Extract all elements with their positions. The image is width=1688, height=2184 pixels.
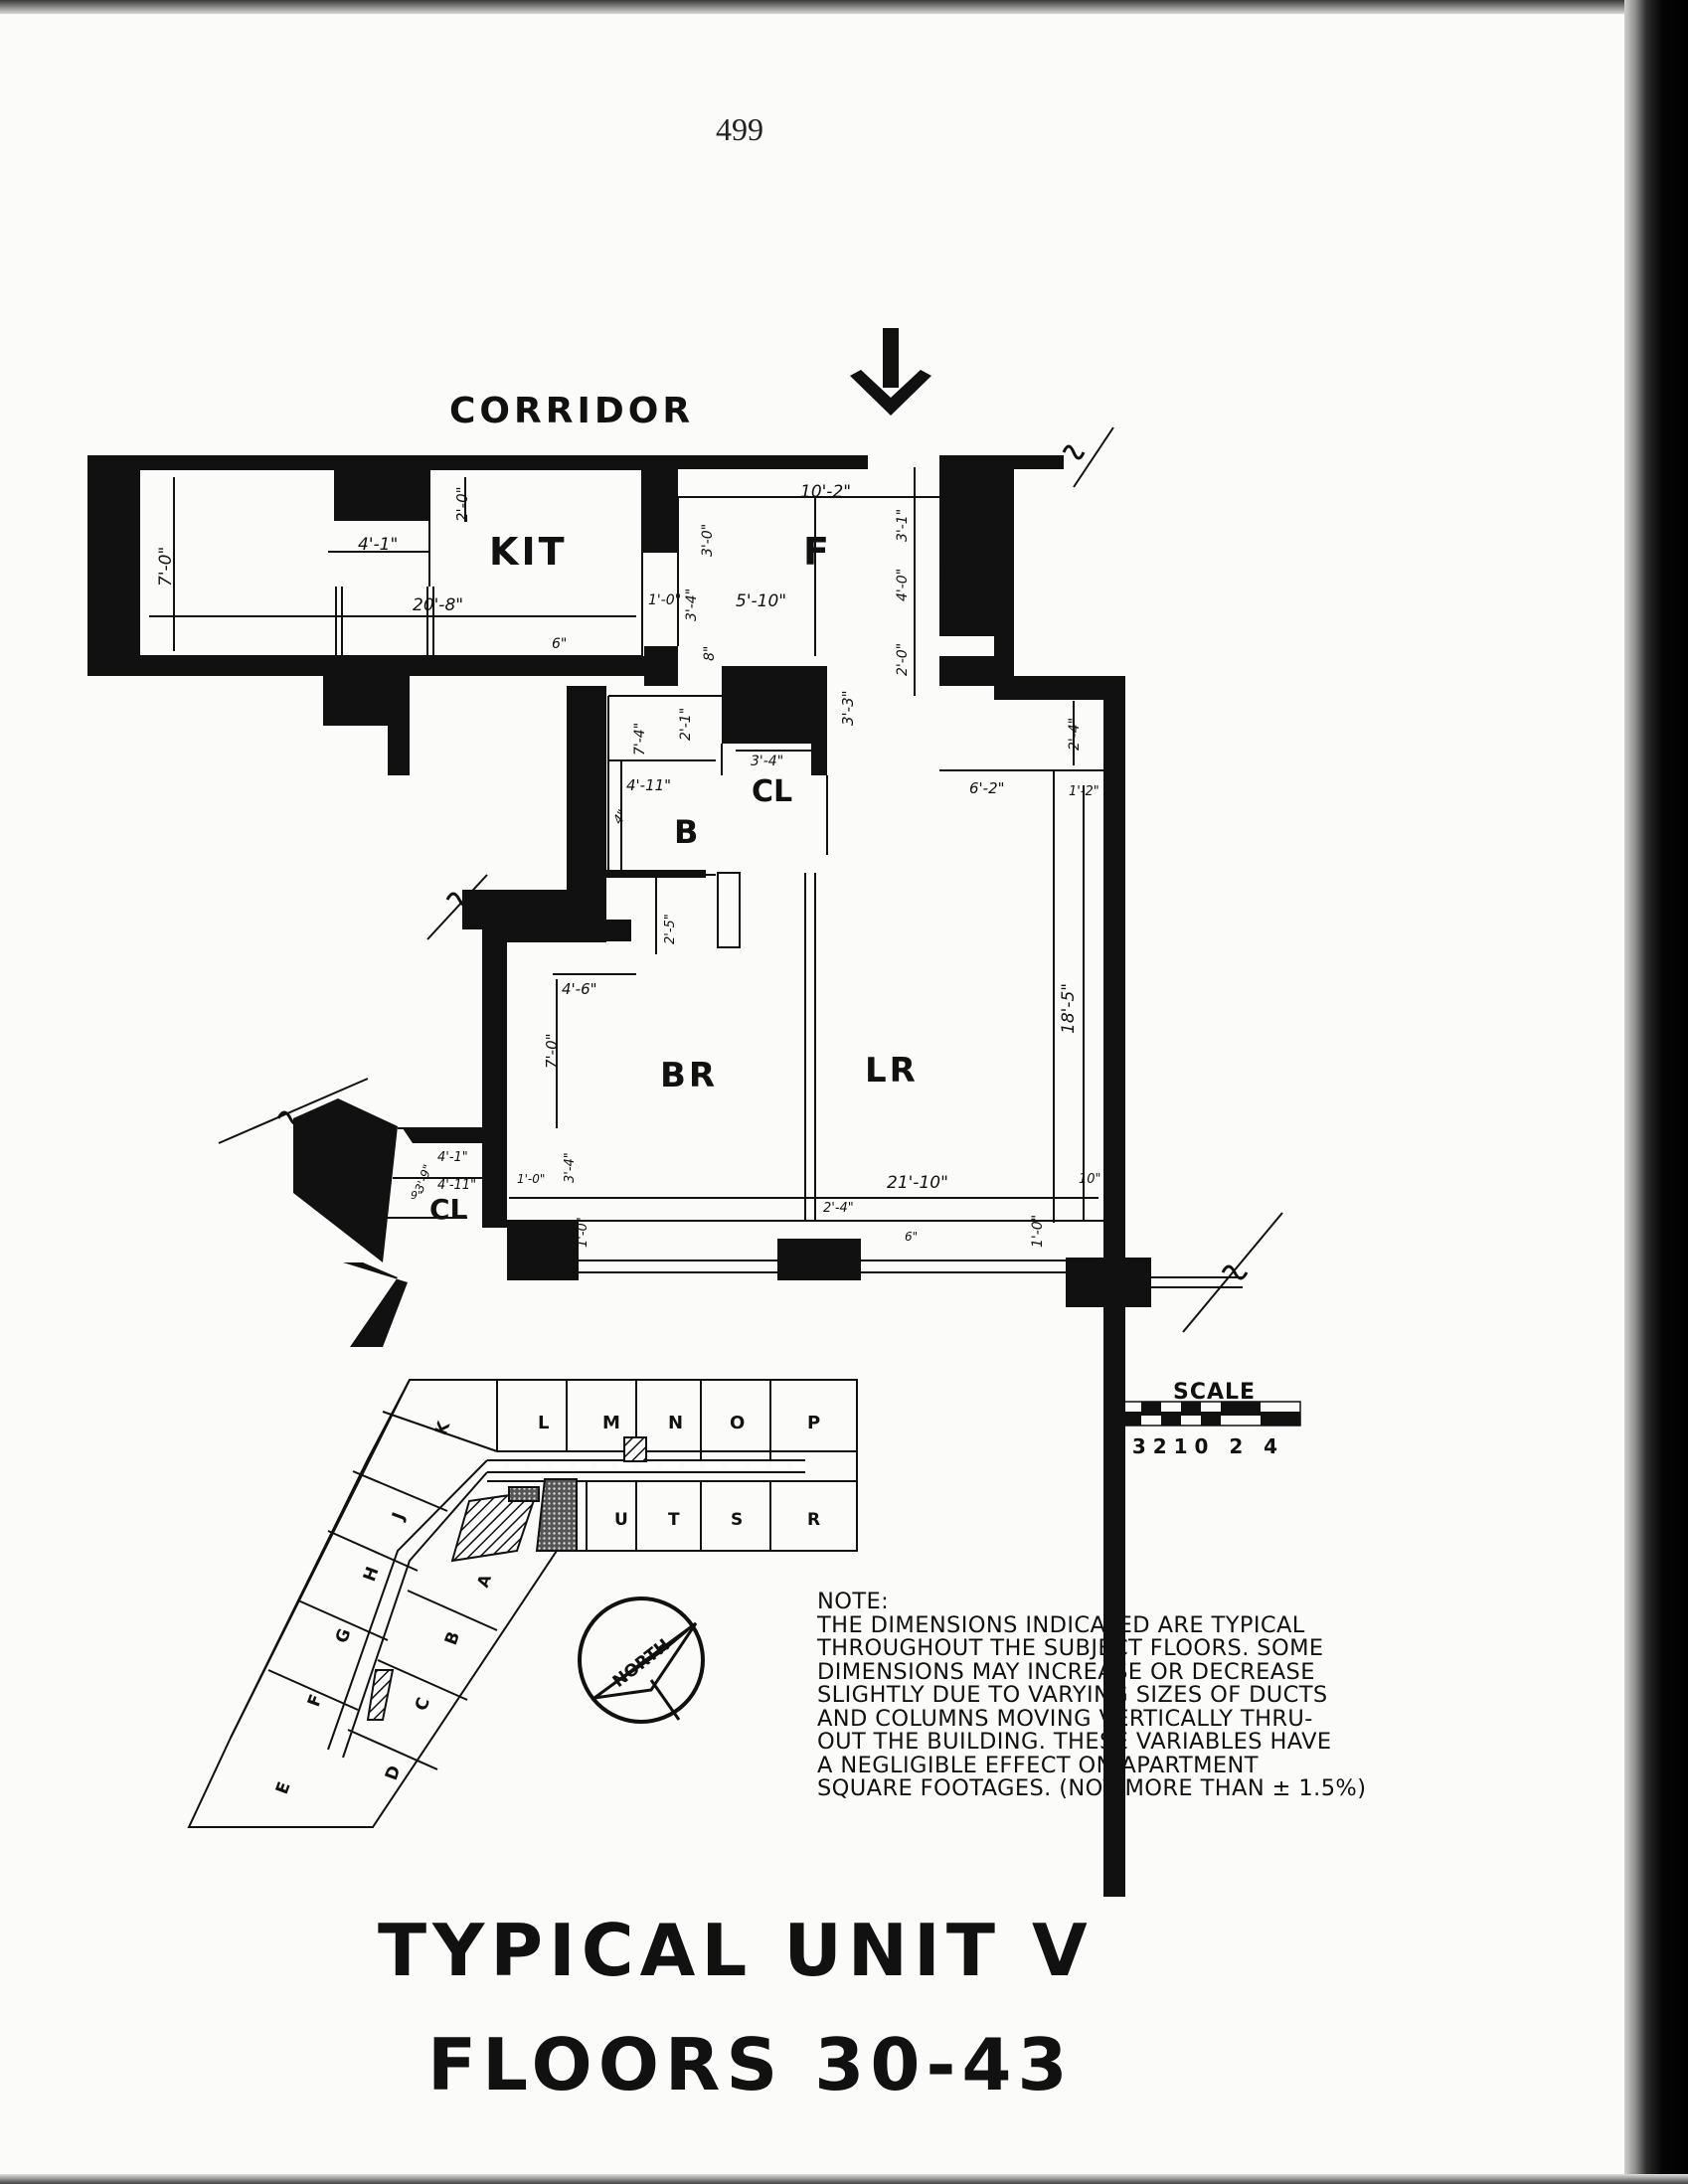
dim-bath-c: 4'-11" bbox=[626, 776, 671, 794]
note-line: A NEGLIGIBLE EFFECT ON APARTMENT bbox=[817, 1752, 1259, 1778]
note-line: OUT THE BUILDING. THESE VARIABLES HAVE bbox=[817, 1729, 1332, 1755]
dim-bath-a: 7'-4" bbox=[632, 723, 648, 756]
dim-lr-b: 6'-2" bbox=[969, 779, 1005, 797]
key-plan bbox=[187, 1379, 858, 1828]
room-label-kitchen: KIT bbox=[489, 530, 568, 574]
corridor-label: CORRIDOR bbox=[449, 391, 694, 431]
dim-foyer-e: 8" bbox=[702, 646, 718, 661]
note-line: AND COLUMNS MOVING VERTICALLY THRU- bbox=[817, 1705, 1313, 1732]
note-line: THE DIMENSIONS INDICATED ARE TYPICAL bbox=[817, 1611, 1305, 1638]
entry-arrow-icon bbox=[850, 328, 931, 416]
dim-br-b: 4'-6" bbox=[562, 980, 597, 998]
room-label-closet-foyer: CL bbox=[942, 554, 983, 588]
dim-lr-depth: 18'-5" bbox=[1059, 983, 1079, 1034]
unit-label-c: C bbox=[412, 1695, 434, 1714]
room-label-bath: B bbox=[674, 813, 698, 851]
scale-label: SCALE bbox=[1173, 1380, 1256, 1405]
dim-closet-b: 4'-0" bbox=[895, 569, 911, 601]
unit-label-u: U bbox=[614, 1510, 628, 1530]
dim-kit-counter: 4'-1" bbox=[358, 535, 398, 555]
note-line: THROUGHOUT THE SUBJECT FLOORS. SOME bbox=[817, 1635, 1324, 1661]
dim-br-a: 2'-5" bbox=[663, 914, 678, 944]
dim-foyer-f: 3'-3" bbox=[839, 690, 857, 726]
scan-bottom-edge bbox=[0, 2174, 1688, 2184]
note-line: SLIGHTLY DUE TO VARYING SIZES OF DUCTS bbox=[817, 1682, 1328, 1708]
dim-foyer-d: 5'-10" bbox=[736, 591, 786, 611]
dim-kit-wall-gap: 6" bbox=[552, 636, 567, 652]
north-compass-icon: NORTH bbox=[578, 1596, 705, 1724]
dim-closet-a: 3'-1" bbox=[895, 509, 911, 542]
dim-cl3-b: 4'-1" bbox=[437, 1150, 468, 1165]
page-number: 499 bbox=[716, 111, 763, 147]
dim-closet-d: 2'-0" bbox=[895, 643, 911, 676]
dim-bath-d: 4" bbox=[610, 807, 630, 827]
dim-foyer-c: 1'-0" bbox=[648, 592, 681, 608]
dim-cl3-c: 4'-11" bbox=[437, 1178, 476, 1193]
dim-bath-b: 2'-1" bbox=[678, 708, 694, 741]
dim-column-a: 2'-4" bbox=[823, 1201, 854, 1216]
scan-right-edge bbox=[1624, 0, 1688, 2184]
dim-lr-f: 1'-0" bbox=[1030, 1215, 1046, 1248]
unit-label-d: D bbox=[382, 1764, 406, 1783]
dim-column-b: 6" bbox=[905, 1230, 918, 1244]
unit-label-o: O bbox=[730, 1413, 745, 1433]
unit-label-a: A bbox=[473, 1572, 495, 1591]
kitchen-fixtures bbox=[335, 587, 434, 656]
key-plan-unit-labels: L M N O P U T S R K J H G F E A B C D bbox=[272, 1413, 820, 1797]
drawing-title: TYPICAL UNIT V bbox=[378, 1909, 1094, 1992]
room-outlines bbox=[138, 426, 1283, 1333]
drawing-subtitle: FLOORS 30-43 bbox=[427, 2023, 1074, 2106]
unit-label-p: P bbox=[807, 1413, 820, 1433]
dim-closet-c: 2'-2" bbox=[949, 594, 982, 610]
unit-label-b: B bbox=[441, 1629, 464, 1648]
dim-br-d: 3'-4" bbox=[563, 1152, 578, 1183]
unit-label-n: N bbox=[668, 1413, 683, 1433]
dim-kit-upper: 2'-0" bbox=[453, 486, 471, 522]
north-label: NORTH bbox=[609, 1635, 674, 1692]
room-label-living-room: LR bbox=[865, 1051, 919, 1091]
unit-label-h: H bbox=[360, 1564, 384, 1584]
walls bbox=[87, 455, 1151, 1897]
dim-lr-a: 2'-4" bbox=[1067, 718, 1083, 751]
dim-foyer-a: 3'-0" bbox=[700, 524, 716, 557]
unit-label-g: G bbox=[332, 1626, 356, 1646]
dimensions-note: NOTE: THE DIMENSIONS INDICATED ARE TYPIC… bbox=[817, 1589, 1453, 1801]
dim-lr-c: 1'-2" bbox=[1069, 784, 1099, 799]
dim-foyer-width: 10'-2" bbox=[800, 482, 851, 502]
unit-label-t: T bbox=[668, 1510, 680, 1530]
room-label-closet-bedroom: CL bbox=[429, 1193, 468, 1226]
note-line: DIMENSIONS MAY INCREASE OR DECREASE bbox=[817, 1658, 1315, 1685]
dim-br-f: 1'-0" bbox=[576, 1217, 591, 1248]
dim-bath-closet: 3'-4" bbox=[751, 754, 783, 769]
unit-label-s: S bbox=[731, 1510, 743, 1530]
dim-br-c: 7'-0" bbox=[543, 1033, 561, 1069]
dim-foyer-b: 3'-4" bbox=[684, 588, 700, 621]
dim-cl3-d: 9" bbox=[411, 1189, 422, 1202]
note-line: SQUARE FOOTAGES. (NOT MORE THAN ± 1.5%) bbox=[817, 1775, 1367, 1801]
dim-br-e: 1'-0" bbox=[517, 1172, 545, 1186]
room-label-foyer: F bbox=[803, 530, 829, 574]
dim-lr-e: 10" bbox=[1079, 1172, 1101, 1187]
scale-ticks: 4 3 2 1 0 2 4 bbox=[1111, 1434, 1277, 1458]
unit-label-l: L bbox=[538, 1413, 549, 1433]
unit-label-j: J bbox=[389, 1510, 410, 1524]
dim-lr-width: 21'-10" bbox=[887, 1173, 948, 1193]
scale-bar: SCALE 4 3 2 1 0 2 4 bbox=[1111, 1380, 1301, 1458]
room-label-bedroom: BR bbox=[660, 1056, 718, 1095]
unit-label-m: M bbox=[602, 1413, 620, 1433]
unit-label-r: R bbox=[807, 1510, 820, 1530]
scan-top-edge bbox=[0, 0, 1688, 14]
note-line: NOTE: bbox=[817, 1589, 890, 1614]
room-label-closet-bath: CL bbox=[752, 774, 792, 809]
dim-kit-depth: 7'-0" bbox=[156, 547, 176, 587]
dimension-labels: 7'-0" 2'-0" 4'-1" 20'-8" 6" 10'-2" 3'-0"… bbox=[156, 482, 1101, 1248]
unit-label-e: E bbox=[272, 1779, 295, 1797]
dim-kit-length: 20'-8" bbox=[413, 595, 463, 615]
